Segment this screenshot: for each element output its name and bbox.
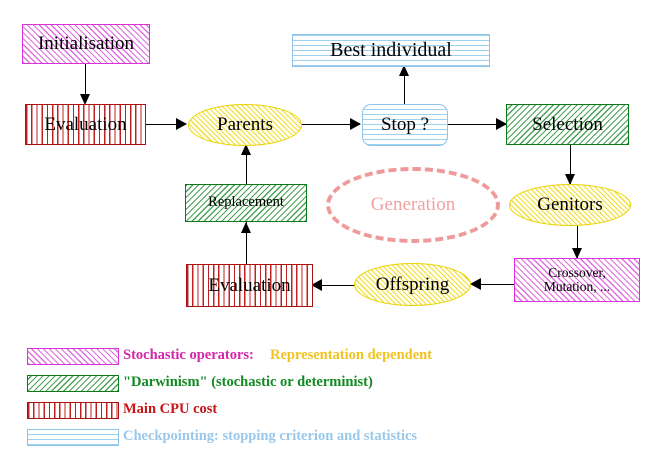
node-stop-label: Stop ? [380,114,430,136]
legend-label-darwinism: "Darwinism" (stochastic or determinist) [123,374,373,390]
node-offspring-label: Offspring [375,273,450,295]
node-initialisation[interactable]: Initialisation [22,24,150,64]
legend-label-checkpointing: Checkpointing: stopping criterion and st… [123,428,418,444]
legend-label-representation-dependent: Representation dependent [270,347,433,363]
edge-initialisation-to-evaluation [85,64,87,98]
legend-swatch-stochastic-operators [27,348,119,365]
arrowhead-up-best-individual [398,65,409,76]
arrowhead-right-stop [350,118,361,130]
node-parents-label: Parents [217,114,273,136]
node-evaluation-bottom-label: Evaluation [208,274,291,296]
node-genitors[interactable]: Genitors [509,184,631,226]
node-best-individual[interactable]: Best individual [292,34,490,67]
arrowhead-down-genitors [564,174,575,185]
arrowhead-up-parents [240,144,251,155]
edge-evaluation-to-parents [146,124,184,126]
edge-replacement-to-parents [246,146,248,186]
legend-label-stochastic-operators: Stochastic operators: [123,347,254,363]
arrowhead-down-evaluation-top [79,94,90,105]
arrowhead-left-evaluation-bottom [311,279,322,291]
arrowhead-right-parents [176,118,187,130]
legend-label-main-cpu-cost: Main CPU cost [123,401,218,417]
node-stop[interactable]: Stop ? [362,104,448,146]
node-evaluation-top[interactable]: Evaluation [25,104,146,145]
node-genitors-label: Genitors [537,194,603,216]
node-replacement-label: Replacement [208,194,284,211]
arrowhead-right-selection [496,118,507,130]
edge-selection-to-genitors [570,145,572,185]
edge-stop-to-best-individual [404,67,406,105]
node-crossover-mutation[interactable]: Crossover, Mutation, ... [514,258,640,302]
edge-offspring-to-evaluation-bottom [313,285,357,287]
edge-crossover-to-offspring [472,284,516,286]
node-crossover-mutation-label: Crossover, Mutation, ... [543,264,611,294]
node-selection-label: Selection [532,113,603,135]
legend-swatch-checkpointing [27,429,119,446]
node-selection[interactable]: Selection [506,104,629,145]
node-replacement[interactable]: Replacement [185,184,307,222]
edge-evaluation-bottom-to-replacement [246,222,248,266]
edge-genitors-to-crossover [577,226,579,259]
node-initialisation-label: Initialisation [37,33,135,55]
arrowhead-left-offspring [470,278,481,290]
edge-parents-to-stop [302,124,360,126]
legend-swatch-main-cpu-cost [27,402,119,419]
node-offspring[interactable]: Offspring [354,263,471,306]
node-evaluation-top-label: Evaluation [44,113,127,135]
node-parents[interactable]: Parents [188,104,302,146]
node-generation-label: Generation [370,194,456,215]
edge-stop-to-selection [448,124,506,126]
arrowhead-up-replacement [240,222,251,233]
legend-swatch-darwinism [27,375,119,392]
arrowhead-down-crossover [571,248,582,259]
node-best-individual-label: Best individual [330,39,452,62]
node-generation: Generation [326,167,500,243]
node-evaluation-bottom[interactable]: Evaluation [186,264,313,307]
